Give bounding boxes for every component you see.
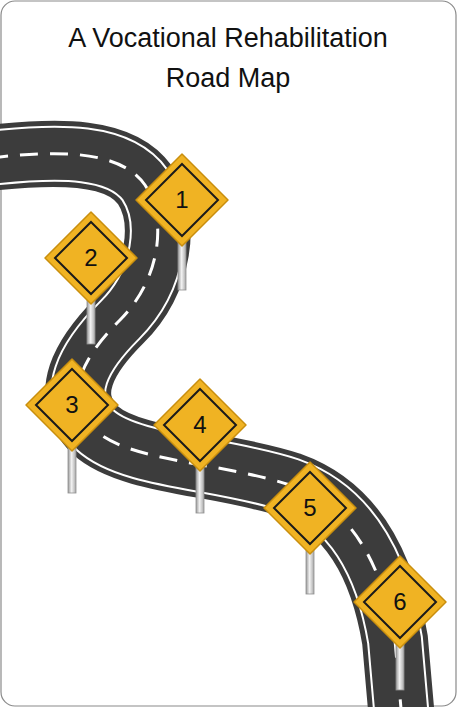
sign-diamond: 5 xyxy=(262,460,358,556)
road-lane xyxy=(0,154,402,707)
callout-number: 6 xyxy=(352,554,448,650)
callout-number: 2 xyxy=(43,210,139,306)
road-center-dash xyxy=(0,154,402,707)
sign-diamond: 2 xyxy=(43,210,139,306)
road-surface xyxy=(0,154,402,707)
road-edge-lines xyxy=(0,154,402,707)
sign-diamond: 6 xyxy=(352,554,448,650)
sign-diamond: 1 xyxy=(134,152,230,248)
callout-number: 1 xyxy=(134,152,230,248)
callout-number: 5 xyxy=(262,460,358,556)
sign-diamond: 3 xyxy=(24,357,120,453)
callout-number: 4 xyxy=(152,377,248,473)
diagram-title: A Vocational Rehabilitation Road Map xyxy=(38,18,418,98)
sign-posts xyxy=(68,238,404,690)
road xyxy=(0,154,402,707)
sign-diamond: 4 xyxy=(152,377,248,473)
callout-number: 3 xyxy=(24,357,120,453)
